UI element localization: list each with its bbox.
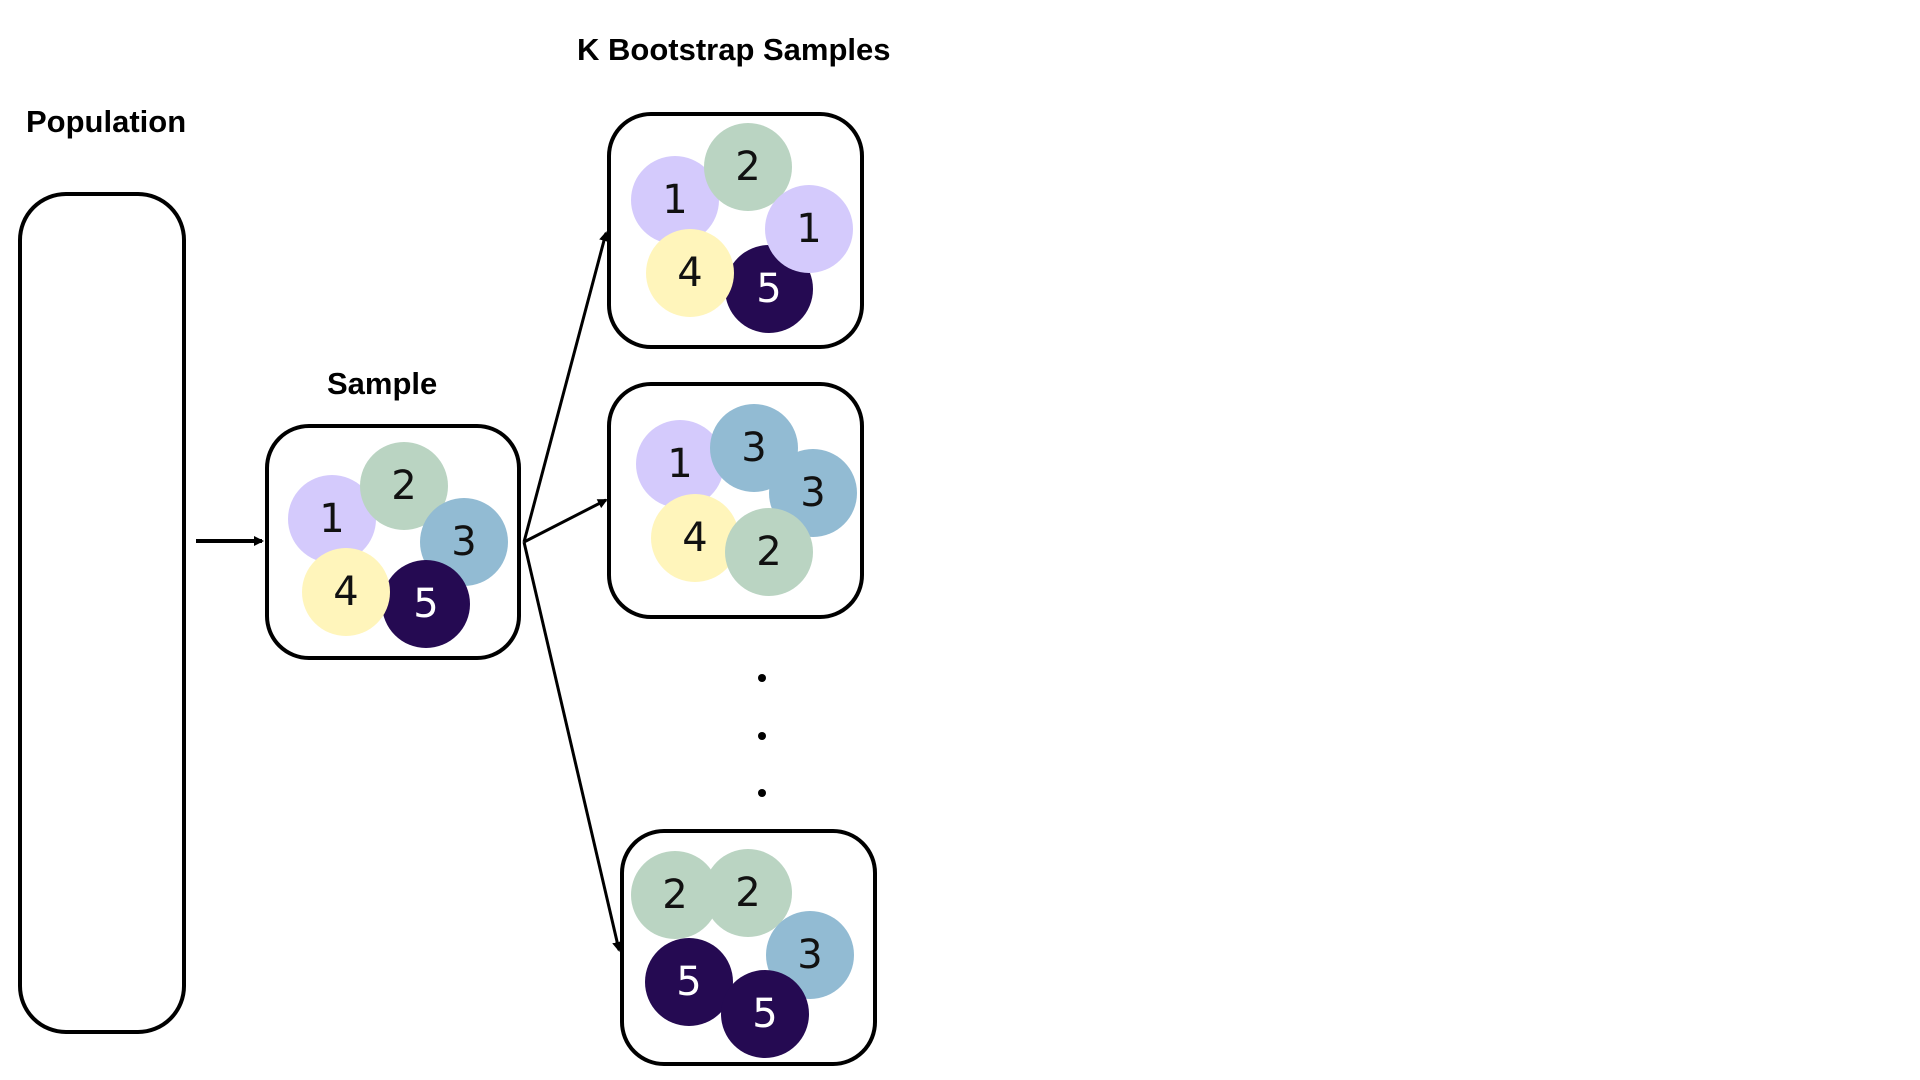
ball-label: 5 <box>676 959 702 1005</box>
sample-ball-5: 5 <box>382 560 470 648</box>
ball-label: 2 <box>391 463 417 509</box>
ball-label: 2 <box>662 872 688 918</box>
ball-label: 1 <box>796 206 822 252</box>
bootstrap-ball: 2 <box>704 123 792 211</box>
arrow-sample-to-bootstrap-k <box>522 541 623 952</box>
bootstrap-box-1: 1 2 5 1 4 <box>607 112 864 349</box>
ball-label: 3 <box>451 519 477 565</box>
bootstrap-ball: 5 <box>645 938 733 1026</box>
ellipsis-dot <box>758 789 766 797</box>
sample-box: 1 2 3 5 4 <box>265 424 521 660</box>
ball-label: 3 <box>741 425 767 471</box>
ellipsis-dot <box>758 674 766 682</box>
ball-label: 5 <box>756 266 782 312</box>
sample-title: Sample <box>327 366 438 401</box>
bootstrap-title: K Bootstrap Samples <box>577 32 891 67</box>
arrow-sample-to-bootstrap-2 <box>523 498 608 544</box>
population-box <box>18 192 186 1034</box>
sample-ball-4: 4 <box>302 548 390 636</box>
ball-label: 2 <box>735 870 761 916</box>
bootstrap-ball: 5 <box>721 970 809 1058</box>
bootstrap-box-k: 2 2 3 5 5 <box>620 829 877 1066</box>
ball-label: 4 <box>333 569 359 615</box>
bootstrap-box-2: 1 3 3 4 2 <box>607 382 864 619</box>
ball-label: 3 <box>797 932 823 978</box>
ball-label: 2 <box>756 529 782 575</box>
population-title: Population <box>26 104 187 139</box>
bootstrap-ball: 4 <box>651 494 739 582</box>
bootstrap-ball: 2 <box>725 508 813 596</box>
ball-label: 1 <box>667 441 693 487</box>
ball-label: 5 <box>413 581 439 627</box>
ball-label: 4 <box>682 515 708 561</box>
ellipsis-dot <box>758 732 766 740</box>
bootstrap-ball: 1 <box>765 185 853 273</box>
arrow-sample-to-bootstrap-1 <box>522 231 609 543</box>
ball-label: 5 <box>752 991 778 1037</box>
ball-label: 1 <box>319 496 345 542</box>
bootstrap-ball: 2 <box>704 849 792 937</box>
ball-label: 1 <box>662 177 688 223</box>
ball-label: 4 <box>677 250 703 296</box>
bootstrap-ball: 4 <box>646 229 734 317</box>
bootstrap-ball: 1 <box>636 420 724 508</box>
ball-label: 3 <box>800 470 826 516</box>
ball-label: 2 <box>735 144 761 190</box>
